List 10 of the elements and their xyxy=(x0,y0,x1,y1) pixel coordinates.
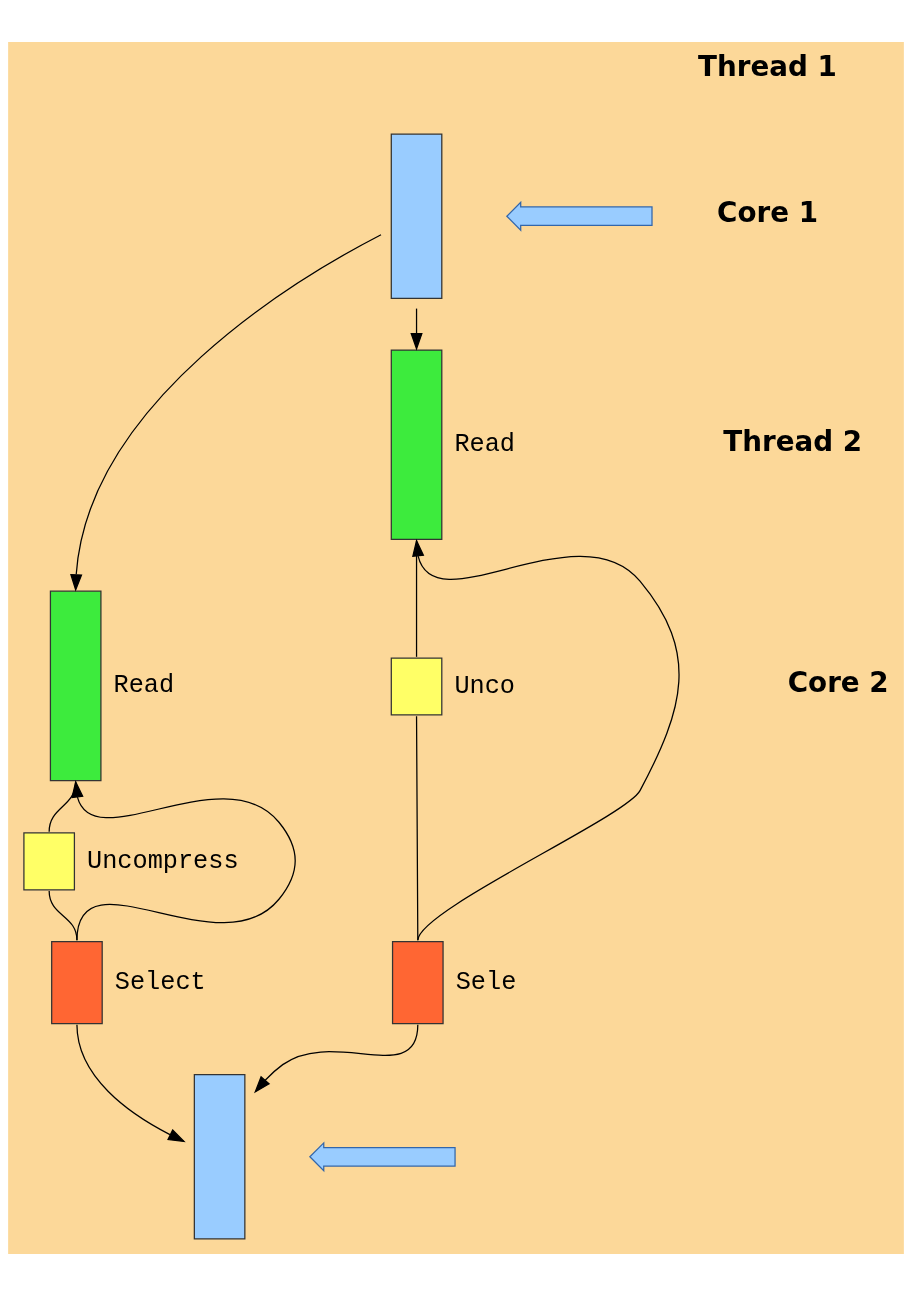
node-label: Uncompress xyxy=(87,846,239,876)
label: Thread 1 xyxy=(698,49,837,83)
node-label: Unco xyxy=(454,671,516,701)
node-label: Read xyxy=(454,429,516,459)
node-label: Select xyxy=(114,967,206,997)
label: Core 2 xyxy=(787,665,889,699)
label: Thread 2 xyxy=(723,424,863,458)
node-label: Read xyxy=(113,670,175,700)
node-label: Sele xyxy=(455,967,517,997)
label: Core 1 xyxy=(717,195,818,229)
